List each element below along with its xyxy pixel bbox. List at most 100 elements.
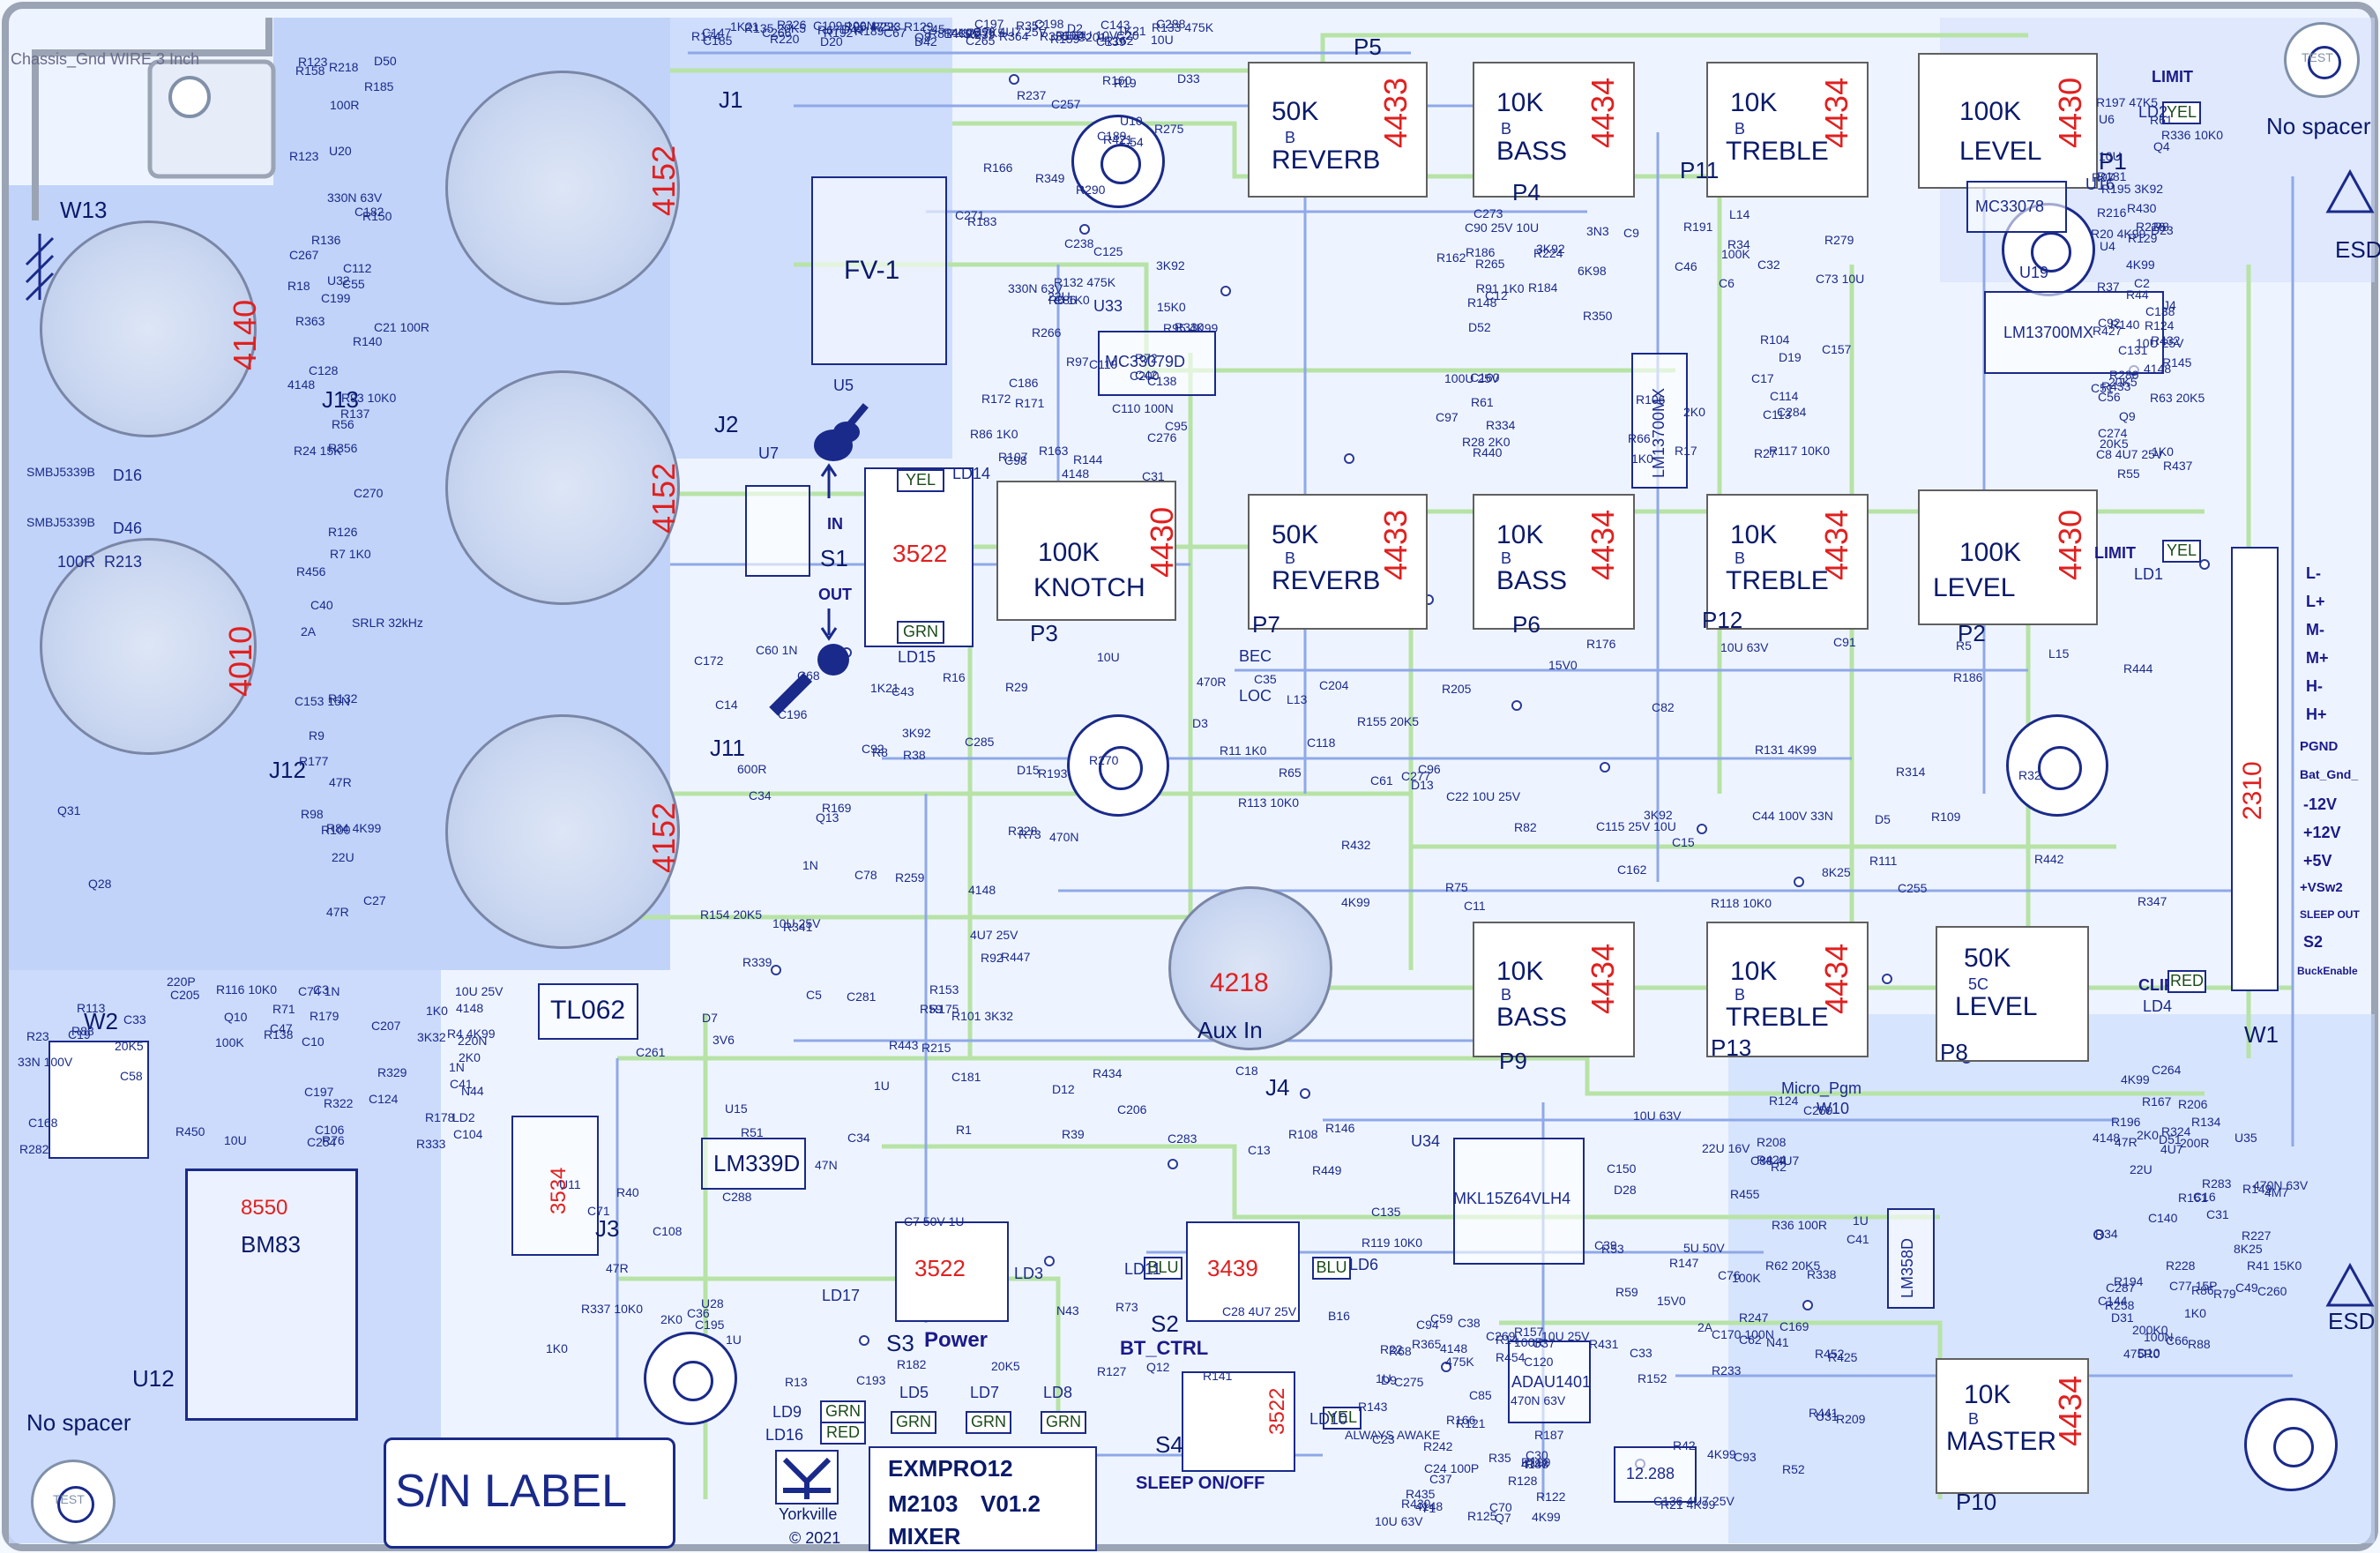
w2-label: W2	[84, 1008, 118, 1034]
pin-h-plus: H+	[2306, 706, 2327, 723]
component-label: 7K50	[948, 26, 977, 41]
component-label: C186	[1009, 376, 1039, 390]
component-label: D9	[1381, 1373, 1397, 1387]
ld7: LD7	[970, 1384, 1000, 1401]
pin-sleep-out: SLEEP OUT	[2300, 908, 2360, 921]
component-label: 600R	[737, 762, 767, 776]
component-label: 1K21	[730, 19, 759, 34]
component-label: C261	[636, 1045, 666, 1059]
component-label: R23	[26, 1029, 49, 1043]
switch-s3-power[interactable]: 3522	[895, 1221, 1009, 1322]
pot-label: REVERB	[1272, 566, 1381, 595]
component-label: R189	[854, 24, 884, 38]
component-label: L14	[1729, 207, 1750, 221]
component-label: 33N 100V	[18, 1055, 73, 1069]
j4-label: J4	[1265, 1074, 1290, 1101]
tl062-label: TL062	[550, 996, 626, 1025]
component-label: 4148	[1521, 1457, 1549, 1471]
component-label: C277	[1401, 769, 1431, 783]
component-label: Q10	[224, 1010, 248, 1024]
crystal: 12.288	[1614, 1446, 1697, 1503]
limit-label-top: LIMIT	[2152, 68, 2193, 86]
component-label: R258	[2105, 1298, 2135, 1312]
tl062-chip: TL062	[538, 983, 638, 1040]
component-label: D42	[914, 34, 937, 49]
component-label: R129	[2128, 231, 2158, 245]
switch-s2-bt[interactable]: 3439	[1186, 1221, 1300, 1322]
component-label: LD2	[452, 1110, 475, 1124]
component-label: C266	[762, 26, 792, 40]
component-label: C32	[1757, 258, 1780, 272]
component-label: 22U	[332, 850, 354, 864]
bm83-label: BM83	[241, 1231, 301, 1258]
component-label: R5	[1956, 638, 1972, 653]
component-label: C54	[1121, 135, 1144, 149]
component-label: 1K21	[1117, 24, 1146, 38]
component-label: C55	[342, 277, 365, 291]
component-label: 20K5	[115, 1039, 144, 1053]
component-label: 4148	[1062, 467, 1090, 481]
component-label: R125	[1467, 1509, 1497, 1523]
component-label: R163	[1039, 444, 1069, 458]
component-label: R86 1K0	[970, 427, 1018, 441]
component-label: R162	[1436, 250, 1466, 265]
component-label: 10U 63V	[1375, 1514, 1423, 1528]
switch-s1[interactable]: YEL 3522 GRN	[864, 467, 974, 647]
component-label: C5	[806, 988, 822, 1002]
component-label: R158	[295, 63, 325, 78]
component-label: C136 4U7 25V	[1653, 1494, 1735, 1508]
pot-taper: B	[1285, 129, 1296, 146]
component-label: R127	[1097, 1364, 1127, 1378]
component-label: C24 100P	[1424, 1461, 1480, 1475]
component-label: C15	[1672, 835, 1695, 849]
component-label: R454	[1496, 1350, 1526, 1364]
component-label: C99 4U7 25V	[973, 25, 1048, 39]
component-label: C200	[1130, 369, 1160, 383]
component-label: R265	[1475, 257, 1505, 271]
header-w1	[2231, 547, 2279, 991]
switch-s4-sleep[interactable]: 3522	[1182, 1371, 1295, 1472]
component-label: 470N 63V	[1511, 1393, 1566, 1407]
component-label: C23	[1372, 1432, 1395, 1446]
component-label: R113	[77, 1001, 106, 1015]
pin-l-minus: L-	[2306, 564, 2321, 582]
component-label: R421	[1103, 132, 1133, 146]
component-label: R330	[1175, 320, 1205, 334]
component-label: 10U 25V	[1541, 1329, 1590, 1343]
component-label: 4148	[1440, 1341, 1468, 1355]
j13-label: J13	[322, 386, 359, 413]
component-label: C8 4U7 25V	[2096, 447, 2164, 461]
pot-name: P7	[1252, 611, 1280, 638]
component-label: C260	[2257, 1284, 2287, 1298]
component-label: C143	[1100, 18, 1130, 32]
component-label: R137	[340, 407, 370, 421]
component-label: R430	[2127, 201, 2157, 215]
component-label: R61	[2150, 113, 2173, 127]
component-label: C17	[1751, 371, 1774, 385]
component-label: C264	[2152, 1063, 2182, 1077]
component-label: R39	[1062, 1127, 1085, 1141]
component-label: R95 4K99	[1163, 321, 1219, 335]
component-label: R41 15K0	[2247, 1258, 2302, 1273]
lm358d-label: LM358D	[1899, 1237, 1916, 1298]
component-label: R1	[956, 1123, 972, 1137]
j3-label: J3	[595, 1215, 620, 1242]
combo-jack-3	[445, 714, 680, 949]
component-label: R441	[1809, 1406, 1839, 1420]
component-label: R36 100R	[1772, 1218, 1828, 1232]
pot-taper: B	[1735, 120, 1746, 138]
component-label: C115 25V 10U	[1596, 819, 1676, 833]
component-label: R81	[929, 26, 951, 41]
component-label: 4M7	[2264, 1185, 2289, 1199]
component-label: R44	[2126, 287, 2149, 302]
pot-p1: 100K LEVEL	[1918, 53, 2098, 189]
component-label: C6	[1719, 276, 1735, 290]
component-label: 330N 63V	[327, 190, 383, 205]
component-label: C283	[1168, 1131, 1197, 1146]
combo-jack-1	[445, 71, 680, 305]
ld4: LD4	[2143, 997, 2173, 1015]
component-label: C73 10U	[1816, 272, 1865, 286]
component-label: 1N	[802, 858, 818, 872]
pot-code: 4434	[1585, 77, 1621, 148]
